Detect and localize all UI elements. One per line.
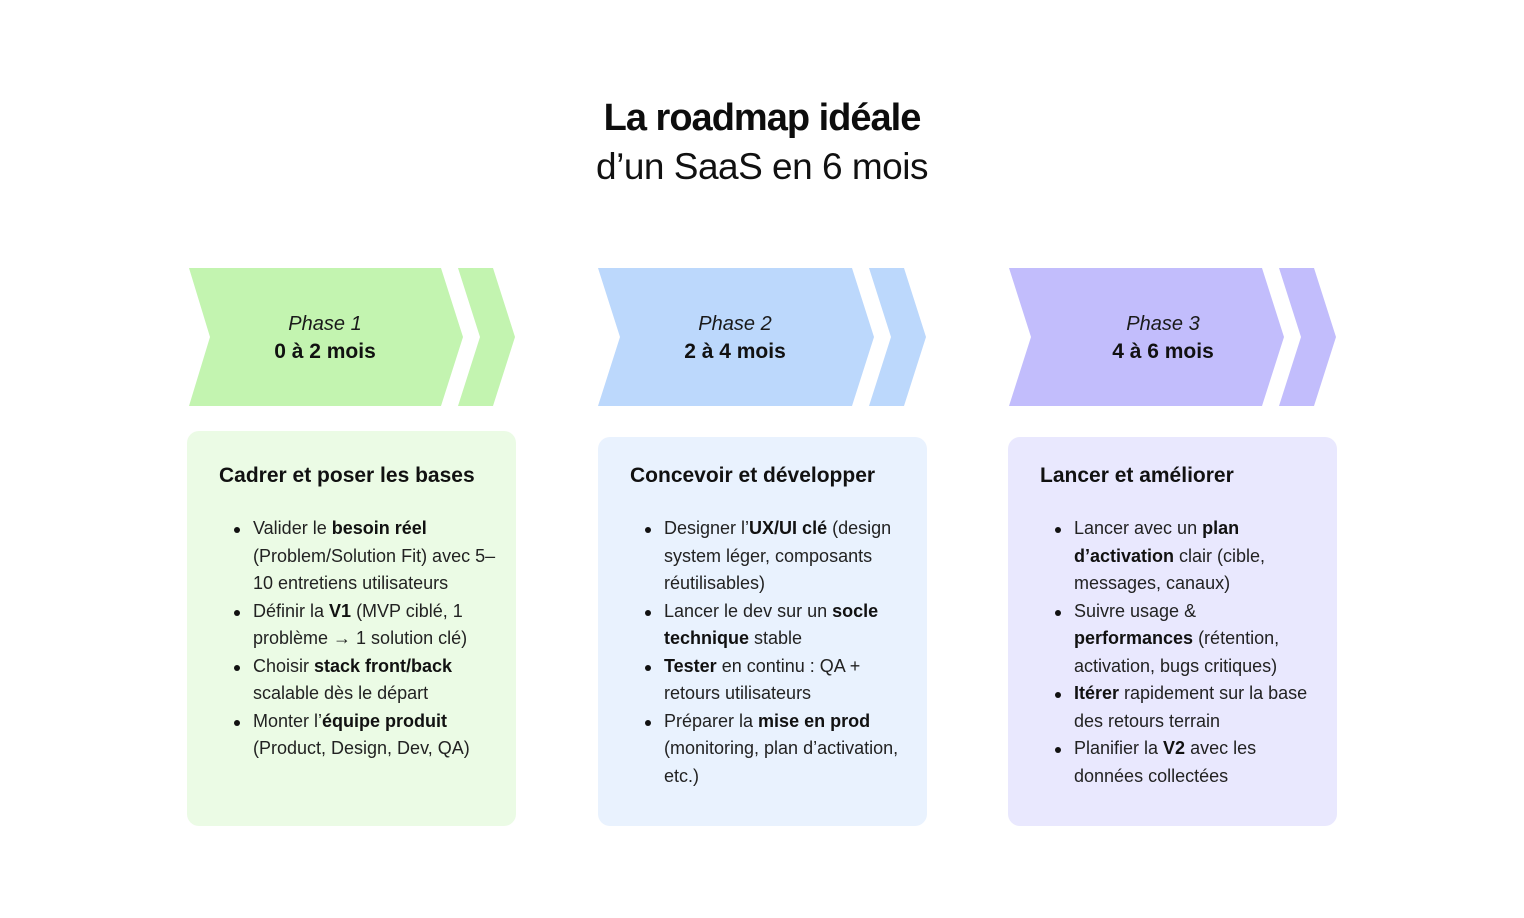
bold-text: Tester bbox=[664, 655, 717, 676]
bold-text: socle technique bbox=[664, 600, 879, 649]
page-title: La roadmap idéale bbox=[603, 97, 922, 139]
card-title: Lancer et améliorer bbox=[1040, 464, 1234, 487]
list-item: Tester en continu : QA + retours utilisa… bbox=[645, 653, 907, 708]
text: Suivre usage & bbox=[1074, 600, 1197, 621]
card-list: Lancer avec un plan d’activation clair (… bbox=[1040, 515, 1317, 790]
text: Préparer la bbox=[664, 710, 759, 731]
list-item: Choisir stack front/back scalable dès le… bbox=[234, 653, 496, 708]
text: Valider le bbox=[253, 518, 332, 538]
text: clair (cible, messages, canaux) bbox=[1074, 545, 1266, 594]
text: Lancer le dev sur un bbox=[664, 600, 833, 621]
list-item: Suivre usage & performances (rétention, … bbox=[1055, 598, 1317, 681]
bold-text: mise en prod bbox=[758, 710, 871, 731]
bold-text: stack front/back bbox=[314, 655, 453, 676]
bold-text: besoin réel bbox=[331, 518, 427, 538]
text: Définir la bbox=[253, 600, 330, 621]
phase-2-arrow: Phase 2 2 à 4 mois bbox=[598, 268, 928, 406]
text: (rétention, activation, bugs critiques) bbox=[1074, 628, 1280, 676]
text: (design system léger, composants réutili… bbox=[664, 518, 892, 593]
list-item: Valider le besoin réel (Problem/Solution… bbox=[234, 515, 496, 598]
chevron-arrow-icon bbox=[598, 268, 926, 406]
phase-name: Phase 2 bbox=[698, 313, 772, 335]
phase-range: 2 à 4 mois bbox=[684, 340, 786, 363]
text: (Product, Design, Dev, QA) bbox=[253, 738, 470, 758]
list-item: Itérer rapidement sur la base des retour… bbox=[1055, 680, 1317, 735]
phase-2-card: Concevoir et développer Designer l’UX/UI… bbox=[598, 437, 927, 826]
chevron-main bbox=[189, 268, 463, 406]
list-item: Planifier la V2 avec les données collect… bbox=[1055, 735, 1317, 790]
list-item: Définir la V1 (MVP ciblé, 1 problème → 1… bbox=[234, 598, 496, 653]
bold-text: V1 bbox=[329, 600, 352, 621]
text: avec les données collectées bbox=[1074, 738, 1257, 786]
text: scalable dès le départ bbox=[253, 683, 429, 703]
phase-3-arrow: Phase 3 4 à 6 mois bbox=[1009, 268, 1339, 406]
bold-text: équipe produit bbox=[322, 710, 448, 731]
phase-name: Phase 1 bbox=[288, 313, 362, 335]
chevron-arrow-icon bbox=[189, 268, 515, 406]
chevron-secondary bbox=[1279, 268, 1336, 406]
list-item: Monter l’équipe produit (Product, Design… bbox=[234, 708, 496, 763]
chevron-secondary bbox=[458, 268, 515, 406]
text: (Problem/Solution Fit) avec 5–10 entreti… bbox=[253, 545, 496, 594]
title-block: La roadmap idéale d’un SaaS en 6 mois bbox=[0, 94, 1524, 192]
phase-1-card: Cadrer et poser les bases Valider le bes… bbox=[187, 431, 516, 826]
chevron-secondary bbox=[869, 268, 926, 406]
list-item: Designer l’UX/UI clé (design system lége… bbox=[645, 515, 907, 598]
page-subtitle: d’un SaaS en 6 mois bbox=[596, 146, 928, 187]
text: Lancer avec un bbox=[1074, 518, 1203, 538]
card-title: Cadrer et poser les bases bbox=[219, 464, 475, 487]
list-item: Préparer la mise en prod (monitoring, pl… bbox=[645, 708, 907, 791]
card-list: Valider le besoin réel (Problem/Solution… bbox=[219, 515, 496, 763]
text: Planifier la bbox=[1074, 738, 1164, 758]
phase-range: 0 à 2 mois bbox=[274, 340, 376, 363]
bold-text: Itérer bbox=[1074, 683, 1120, 703]
text: Monter l’ bbox=[253, 710, 323, 731]
phase-3-label: Phase 3 4 à 6 mois bbox=[1009, 310, 1317, 366]
text: Choisir bbox=[253, 655, 315, 676]
list-item: Lancer avec un plan d’activation clair (… bbox=[1055, 515, 1317, 598]
bold-text: UX/UI clé bbox=[749, 518, 828, 538]
bold-text: V2 bbox=[1163, 738, 1186, 758]
bold-text: plan d’activation bbox=[1074, 518, 1240, 566]
list-item: Lancer le dev sur un socle technique sta… bbox=[645, 598, 907, 653]
bold-text: performances bbox=[1074, 628, 1194, 648]
text: rapidement sur la base des retours terra… bbox=[1074, 683, 1308, 731]
text: en continu : QA + retours utilisateurs bbox=[664, 655, 861, 704]
phase-2-label: Phase 2 2 à 4 mois bbox=[598, 310, 872, 366]
phase-1-label: Phase 1 0 à 2 mois bbox=[188, 310, 462, 366]
chevron-main bbox=[598, 268, 874, 406]
text: Designer l’ bbox=[664, 518, 750, 538]
phase-1-arrow: Phase 1 0 à 2 mois bbox=[188, 268, 518, 406]
text: (monitoring, plan d’activation, etc.) bbox=[664, 738, 899, 786]
phase-name: Phase 3 bbox=[1126, 313, 1200, 335]
text: stable bbox=[749, 628, 803, 648]
text: (MVP ciblé, 1 problème → 1 solution clé) bbox=[253, 600, 468, 649]
chevron-main bbox=[1009, 268, 1284, 406]
card-title: Concevoir et développer bbox=[630, 464, 876, 487]
phase-3-card: Lancer et améliorer Lancer avec un plan … bbox=[1008, 437, 1337, 826]
card-list: Designer l’UX/UI clé (design system lége… bbox=[630, 515, 907, 790]
chevron-arrow-icon bbox=[1009, 268, 1336, 406]
phase-range: 4 à 6 mois bbox=[1112, 340, 1214, 363]
